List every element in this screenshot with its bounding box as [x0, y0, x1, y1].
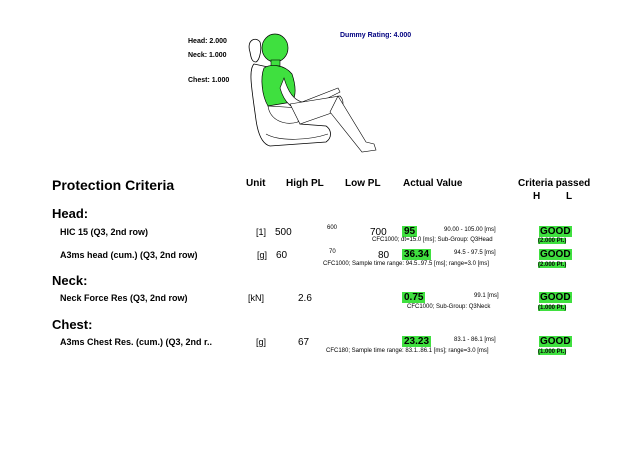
dummy-pelvis [267, 105, 301, 124]
time-range: 90.00 - 105.00 [ms] [444, 227, 496, 233]
actual-value-column-header: Actual Value [403, 178, 463, 189]
calc-note: CFC1000; dt=15.0 [ms]; Sub-Group: Q3Head [372, 237, 493, 243]
l-column-header: L [566, 191, 573, 202]
low-pl-small-value: 70 [329, 249, 336, 255]
actual-value: 95 [402, 226, 418, 237]
chest-section-title: Chest: [52, 317, 93, 332]
high-pl-value: 67 [298, 337, 310, 348]
unit-column-header: Unit [246, 178, 266, 189]
time-range: 99.1 [ms] [474, 293, 499, 299]
high-pl-value: 2.6 [298, 293, 312, 304]
high-pl-column-header: High PL [286, 178, 324, 189]
head-rating: Head: 2.000 [188, 38, 227, 45]
points-badge: (1.000 Pt.) [538, 349, 567, 355]
high-pl-value: 60 [276, 250, 288, 261]
neck-section-title: Neck: [52, 273, 88, 288]
time-range: 83.1 - 86.1 [ms] [454, 337, 496, 343]
head-section-title: Head: [52, 206, 89, 221]
dummy-neck [270, 59, 281, 67]
low-pl-value: 700 [370, 227, 387, 238]
criteria-passed-column-header: Criteria passed [518, 178, 591, 189]
actual-value: 36.34 [402, 249, 432, 260]
criterion-unit: [kN] [248, 293, 265, 303]
seat-cushion-shape [265, 133, 329, 140]
calc-note: CFC1000; Sub-Group: Q3Neck [407, 304, 491, 310]
points-badge: (2.000 Pt.) [538, 262, 567, 268]
dummy-arm [279, 77, 341, 111]
actual-value: 0.75 [402, 292, 426, 303]
result-badge: GOOD [539, 226, 572, 237]
h-column-header: H [533, 191, 541, 202]
criterion-unit: [g] [257, 250, 268, 260]
headrest-shape [248, 38, 262, 63]
points-badge: (2.000 Pt.) [538, 238, 567, 244]
time-range: 94.5 - 97.5 [ms] [454, 250, 496, 256]
calc-note: CFC1000; Sample time range: 94.5..97.5 [… [323, 261, 489, 267]
criterion-name: Neck Force Res (Q3, 2nd row) [60, 293, 188, 303]
dummy-head [261, 33, 289, 63]
criterion-name: A3ms head (cum.) (Q3, 2nd row) [60, 250, 198, 260]
chest-rating: Chest: 1.000 [188, 77, 230, 84]
actual-value: 23.23 [402, 336, 432, 347]
neck-rating: Neck: 1.000 [188, 52, 227, 59]
criterion-unit: [1] [256, 227, 267, 237]
low-pl-value: 80 [378, 250, 390, 261]
low-pl-small-value: 600 [327, 225, 338, 231]
low-pl-column-header: Low PL [345, 178, 381, 189]
result-badge: GOOD [539, 249, 572, 260]
result-badge: GOOD [539, 292, 572, 303]
seated-dummy-figure [248, 33, 377, 153]
points-badge: (1.000 Pt.) [538, 305, 567, 311]
dummy-rating: Dummy Rating: 4.000 [340, 32, 412, 39]
criterion-unit: [g] [256, 337, 267, 347]
result-badge: GOOD [539, 336, 572, 347]
criterion-name: A3ms Chest Res. (cum.) (Q3, 2nd r.. [60, 337, 213, 347]
calc-note: CFC180; Sample time range: 83.1..86.1 [m… [326, 348, 489, 354]
protection-criteria-title: Protection Criteria [52, 177, 175, 193]
dummy-lower-leg [329, 95, 377, 153]
criterion-name: HIC 15 (Q3, 2nd row) [60, 227, 149, 237]
high-pl-value: 500 [275, 227, 292, 238]
